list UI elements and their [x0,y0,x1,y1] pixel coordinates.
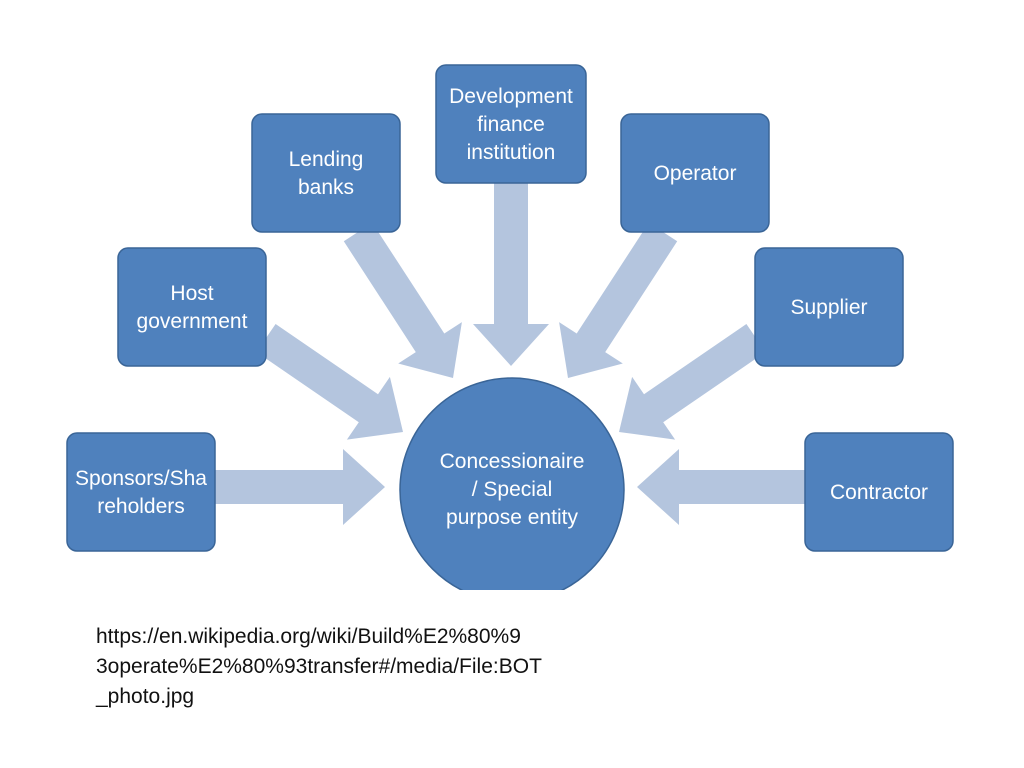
node-label: Host government [137,282,248,333]
node-box [754,247,904,367]
node-contractor: Contractor [804,432,954,552]
center-label-line: Concessionaire [440,450,585,473]
node-label-line: government [137,310,248,333]
center-label-line: / Special [472,478,553,501]
node-development-finance: Development finance institution [435,64,587,184]
arrow-sponsors [213,449,385,525]
arrow-host-government [256,324,403,440]
node-label: Contractor [830,481,928,504]
arrow-operator [559,222,678,378]
node-label-line: Operator [654,162,737,185]
node-label: Sponsors/Sha reholders [75,467,207,518]
node-label-line: Development [449,85,573,108]
bot-structure-diagram: Concessionaire / Special purpose entity Sp… [66,64,954,590]
node-label: Development finance institution [449,85,573,164]
arrow-development-finance [473,183,549,366]
node-label-line: institution [467,141,556,164]
arrow-supplier [619,324,766,440]
center-entity-label: Concessionaire / Special purpose entity [440,450,585,529]
node-label-line: Contractor [830,481,928,504]
node-box [117,247,267,367]
node-label: Operator [654,162,737,185]
center-entity-circle [399,377,625,590]
node-label-line: Lending [289,148,364,171]
node-operator: Operator [620,113,770,233]
boxes-layer: Sponsors/Sha reholders Host government Lendi… [66,64,954,552]
center-label-line: purpose entity [446,506,578,529]
arrow-contractor [637,449,808,525]
node-label-line: reholders [97,495,185,518]
caption-line: 3operate%E2%80%93transfer#/media/File:BO… [96,655,542,678]
node-host-government: Host government [117,247,267,367]
node-box [804,432,954,552]
source-caption: https://en.wikipedia.org/wiki/Build%E2%8… [96,622,636,712]
node-label: Supplier [790,296,867,319]
node-label-line: Host [170,282,213,305]
node-box [251,113,401,233]
node-supplier: Supplier [754,247,904,367]
node-label-line: finance [477,113,545,136]
node-sponsors: Sponsors/Sha reholders [66,432,216,552]
node-lending-banks: Lending banks [251,113,401,233]
node-box [620,113,770,233]
caption-line: https://en.wikipedia.org/wiki/Build%E2%8… [96,625,521,648]
node-box [435,64,587,184]
arrows-layer [213,183,808,525]
caption-line: _photo.jpg [96,685,195,708]
node-box [66,432,216,552]
arrow-lending-banks [343,222,462,378]
node-label-line: banks [298,176,354,199]
node-label-line: Supplier [790,296,867,319]
node-label: Lending banks [289,148,364,199]
node-label-line: Sponsors/Sha [75,467,207,490]
